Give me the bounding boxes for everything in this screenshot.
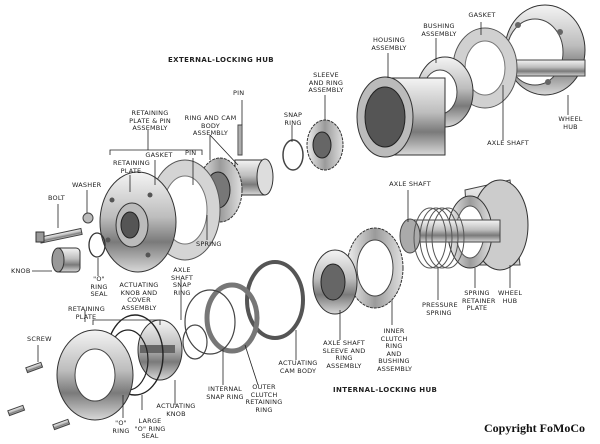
label-snap-ring-top: SNAP RING: [283, 111, 303, 127]
label-spring-retainer-plate: SPRING RETAINER PLATE: [462, 289, 496, 312]
label-bushing-assembly: BUSHING ASSEMBLY: [421, 22, 457, 38]
o-ring-seal-part: [88, 232, 106, 258]
label-retaining-plate-top: RETAINING PLATE: [113, 159, 150, 175]
outer-clutch-retaining-ring-part: [204, 282, 260, 354]
label-retaining-plate-pin-assembly: RETAINING PLATE & PIN ASSEMBLY: [129, 109, 171, 132]
label-actuating-knob-cover-assembly: ACTUATING KNOB AND COVER ASSEMBLY: [119, 281, 159, 312]
label-pin-mid: PIN: [185, 149, 197, 157]
screw-parts: [7, 361, 71, 431]
label-pin-top: PIN: [233, 89, 245, 97]
label-retaining-plate-bottom: RETAINING PLATE: [68, 305, 105, 321]
label-gasket-top: GASKET: [468, 11, 496, 19]
actuating-cam-body-part: [245, 260, 305, 340]
wheel-hub-top-part: [504, 4, 586, 96]
label-housing-assembly: HOUSING ASSEMBLY: [371, 36, 407, 52]
leader-lines: [32, 22, 569, 418]
label-axle-shaft-sleeve-ring-assembly: AXLE SHAFT SLEEVE AND RING ASSEMBLY: [322, 339, 366, 370]
label-internal-snap-ring: INTERNAL SNAP RING: [206, 385, 244, 401]
label-axle-shaft-top: AXLE SHAFT: [487, 139, 529, 147]
snap-ring-top-part: [282, 139, 304, 171]
label-knob: KNOB: [11, 267, 31, 275]
bolt-part: [35, 227, 83, 244]
label-o-ring: "O" RING: [112, 419, 130, 435]
label-axle-shaft-snap-ring: AXLE SHAFT SNAP RING: [170, 266, 194, 297]
label-pressure-spring: PRESSURE SPRING: [422, 301, 458, 317]
label-wheel-hub-top: WHEEL HUB: [558, 115, 583, 131]
label-inner-clutch-ring-bushing-assembly: INNER CLUTCH RING AND BUSHING ASSEMBLY: [377, 327, 413, 373]
external-locking-hub-title: EXTERNAL-LOCKING HUB: [168, 56, 275, 64]
label-spring: SPRING: [196, 240, 222, 248]
actuating-knob-part: [137, 319, 183, 381]
axle-shaft-sleeve-part: [312, 249, 358, 315]
label-screw: SCREW: [27, 335, 52, 343]
housing-assembly-part: [356, 76, 446, 158]
inner-clutch-ring-part: [346, 227, 404, 309]
knob-part: [51, 247, 81, 273]
label-large-o-ring-seal: LARGE "O" RING SEAL: [134, 417, 166, 440]
sleeve-and-ring-assembly-part: [306, 119, 344, 171]
internal-locking-hub-title: INTERNAL-LOCKING HUB: [333, 386, 438, 394]
label-washer: WASHER: [72, 181, 102, 189]
label-gasket-left: GASKET: [145, 151, 173, 159]
washer-part: [82, 212, 94, 224]
label-axle-shaft-mid: AXLE SHAFT: [389, 180, 431, 188]
label-sleeve-ring-assembly: SLEEVE AND RING ASSEMBLY: [308, 71, 344, 94]
label-o-ring-seal: "O" RING SEAL: [90, 275, 108, 298]
retaining-plate-bottom-part: [56, 329, 134, 421]
pressure-spring-part: [413, 207, 465, 269]
label-outer-clutch-retaining-ring: OUTER CLUTCH RETAINING RING: [245, 383, 283, 414]
axle-shaft-snap-ring-part: [182, 324, 208, 360]
label-wheel-hub-bottom: WHEEL HUB: [498, 289, 523, 305]
pin-top-part: [237, 124, 243, 156]
label-actuating-cam-body: ACTUATING CAM BODY: [278, 359, 318, 375]
label-bolt: BOLT: [48, 194, 65, 202]
label-actuating-knob: ACTUATING KNOB: [156, 402, 196, 418]
label-ring-cam-body-assembly: RING AND CAM BODY ASSEMBLY: [184, 114, 237, 137]
copyright-text: Copyright FoMoCo: [484, 421, 585, 435]
internal-snap-ring-part: [184, 289, 236, 355]
retaining-plate-part: [99, 171, 177, 273]
